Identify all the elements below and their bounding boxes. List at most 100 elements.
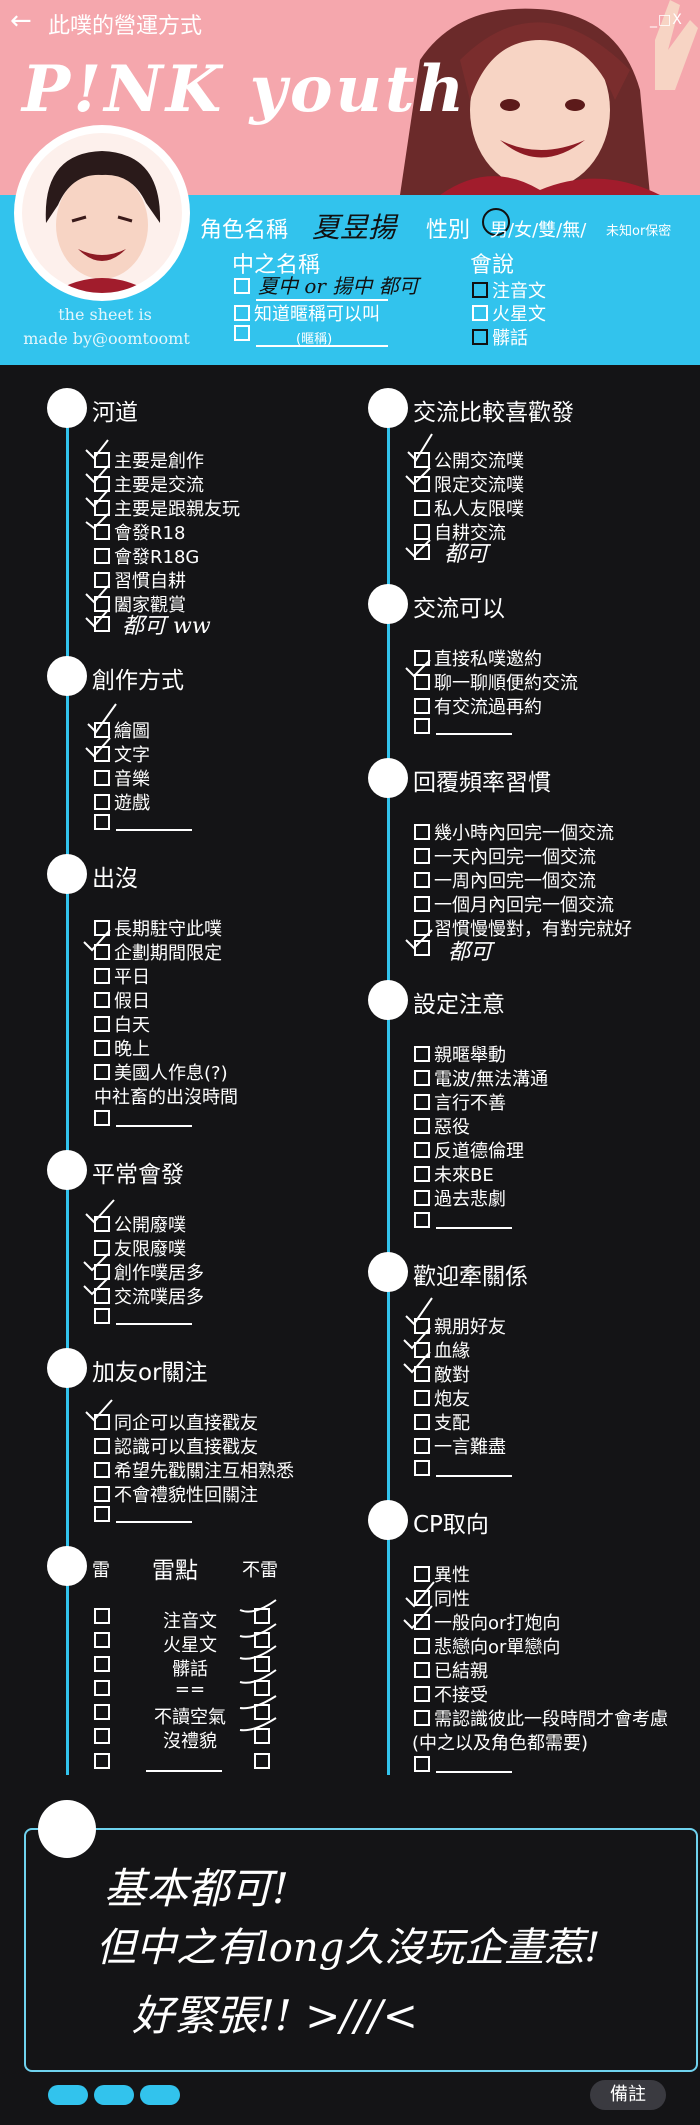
checkbox-item[interactable]: 音樂 [94,765,150,791]
checkbox-item[interactable]: 會發R18 [94,519,185,545]
checkbox-item[interactable]: 惡役 [414,1113,470,1139]
nickname-underline-1 [256,299,388,301]
page-pill-3[interactable] [140,2085,180,2105]
thunder-row[interactable] [94,1727,114,1748]
checkbox-item[interactable]: 交流噗居多 [94,1283,204,1309]
checkbox-item[interactable]: 需認識彼此一段時間才會考慮 [414,1705,668,1731]
page-pill-2[interactable] [94,2085,134,2105]
checkbox-item[interactable]: 主要是創作 [94,447,204,473]
checkbox-blank[interactable] [414,1755,512,1776]
checkbox-item[interactable]: 言行不善 [414,1089,506,1115]
lang-checkbox-3[interactable] [472,329,488,345]
thunder-row[interactable] [94,1703,114,1724]
checkbox-item[interactable] [414,543,434,564]
checkbox-item[interactable]: 闔家觀賞 [94,591,186,617]
section-title-thunder: 雷點 [152,1558,198,1584]
checkbox-item[interactable]: 親暱舉動 [414,1041,506,1067]
checkbox-item[interactable]: 中社畜的出沒時間 [94,1087,238,1108]
checkbox-item[interactable]: 公開廢噗 [94,1211,186,1237]
checkbox-item[interactable]: 一周內回完一個交流 [414,867,596,893]
thunder-right-checkbox[interactable] [254,1655,274,1676]
checkbox-item[interactable]: 假日 [94,987,150,1013]
nickname-checkbox-2[interactable] [234,305,250,321]
section-title-setting: 設定注意 [413,992,505,1018]
window-controls[interactable]: _□X [650,12,683,28]
checkbox-item[interactable]: 認識可以直接戳友 [94,1433,258,1459]
thunder-row[interactable] [94,1752,114,1773]
checkbox-item[interactable]: 主要是跟親友玩 [94,495,240,521]
checkbox-item[interactable]: 血緣 [414,1337,470,1363]
checkbox-item[interactable]: 主要是交流 [94,471,204,497]
checkbox-item[interactable]: 晚上 [94,1035,150,1061]
checkbox-item[interactable]: 企劃期間限定 [94,939,222,965]
checkbox-blank[interactable] [94,813,192,834]
lang-checkbox-2[interactable] [472,305,488,321]
checkbox-item[interactable]: 平日 [94,963,150,989]
check-marks-icon [405,659,431,678]
thunder-row[interactable] [94,1655,114,1676]
checkbox-item[interactable]: 友限廢噗 [94,1235,186,1261]
lang-checkbox-1[interactable] [472,282,488,298]
thunder-right-checkbox[interactable] [254,1679,274,1700]
left-timeline [66,395,69,1775]
checkbox-item[interactable]: 一般向or打炮向 [414,1609,560,1635]
checkbox-item[interactable]: 不接受 [414,1681,488,1707]
thunder-item-label: 沒禮貌 [163,1731,217,1752]
checkbox-item[interactable]: 敵對 [414,1361,470,1387]
checkbox-blank[interactable] [414,1211,512,1232]
section-title-relation: 歡迎牽關係 [413,1264,528,1290]
checkbox-item[interactable]: 未來BE [414,1161,494,1187]
checkbox-item[interactable]: 反道德倫理 [414,1137,524,1163]
checkbox-item[interactable]: 私人友限噗 [414,495,524,521]
checkbox-item[interactable]: 異性 [414,1561,470,1587]
checkbox-item[interactable]: 一言難盡 [414,1433,506,1459]
nickname-checkbox-3[interactable] [234,325,250,341]
checkbox-item[interactable]: 一天內回完一個交流 [414,843,596,869]
checkbox-item[interactable]: 遊戲 [94,789,150,815]
checkbox-item[interactable]: 同企可以直接戳友 [94,1409,258,1435]
thunder-row[interactable] [94,1607,114,1628]
checkbox-item[interactable]: 希望先戳關注互相熟悉 [94,1457,294,1483]
thunder-row[interactable] [94,1631,114,1652]
checkbox-item[interactable]: 自耕交流 [414,519,506,545]
thunder-item-label: 不讀空氣 [154,1707,226,1728]
checkbox-item[interactable]: 支配 [414,1409,470,1435]
checkbox-item[interactable]: 一個月內回完一個交流 [414,891,614,917]
back-arrow-icon[interactable]: ← [10,6,32,36]
checkbox-item[interactable]: 炮友 [414,1385,470,1411]
thunder-row[interactable] [94,1679,114,1700]
checkbox-item[interactable]: 美國人作息(?) [94,1059,228,1085]
thunder-right-checkbox[interactable] [254,1752,274,1773]
remark-button[interactable]: 備註 [590,2080,666,2110]
checkbox-item[interactable]: 已結親 [414,1657,488,1683]
checkbox-item[interactable]: 不會禮貌性回關注 [94,1481,258,1507]
checkbox-item[interactable]: 習慣慢慢對，有對完就好 [414,915,632,941]
checkbox-item[interactable]: 悲戀向or單戀向 [414,1633,560,1659]
checkbox-blank[interactable] [94,1307,192,1328]
checkbox-blank[interactable] [94,1505,192,1526]
checkbox-item[interactable]: 過去悲劇 [414,1185,506,1211]
thunder-right-checkbox[interactable] [254,1727,274,1748]
page-pill-1[interactable] [48,2085,88,2105]
checkbox-item[interactable]: 幾小時內回完一個交流 [414,819,614,845]
checkbox-item[interactable]: 習慣自耕 [94,567,186,593]
lang-opt-2: 火星文 [492,304,546,325]
checkbox-item[interactable]: 長期駐守此噗 [94,915,222,941]
checkbox-item[interactable]: 電波/無法溝通 [414,1065,548,1091]
section-dot-cp [368,1500,408,1540]
checkbox-item[interactable]: 創作噗居多 [94,1259,204,1285]
thunder-right-checkbox[interactable] [254,1703,274,1724]
nickname-checkbox-1[interactable] [234,278,250,294]
checkbox-blank[interactable] [414,1459,512,1480]
checkbox-item[interactable]: 有交流過再約 [414,693,542,719]
checkbox-item[interactable]: 親朋好友 [414,1313,506,1339]
checkbox-blank[interactable] [94,1109,192,1130]
checkbox-item[interactable]: 直接私噗邀約 [414,645,542,671]
checkbox-item[interactable]: 白天 [94,1011,150,1037]
checkbox-item[interactable]: 會發R18G [94,543,199,569]
checkbox-blank[interactable] [414,717,512,738]
checkbox-item[interactable]: 同性 [414,1585,470,1611]
section-dot-exchange-ok [368,584,408,624]
checkbox-item[interactable]: 聊一聊順便約交流 [414,669,578,695]
credit-line-2: made by@oomtoomt [23,329,190,348]
